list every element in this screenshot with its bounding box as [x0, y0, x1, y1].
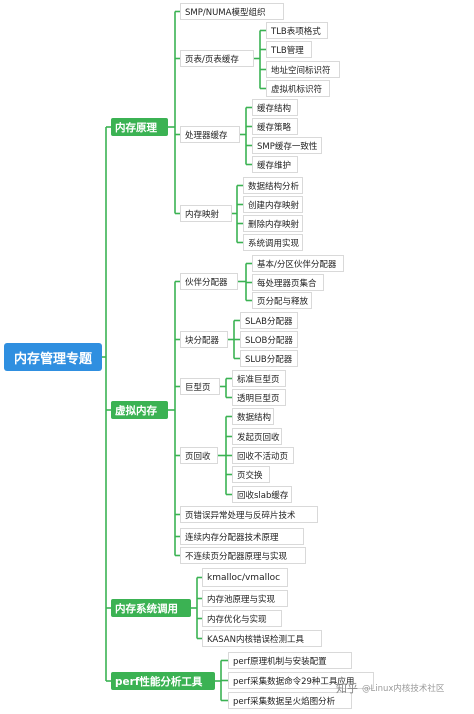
subtopic-1-3-4[interactable]: 缓存维护 — [252, 156, 298, 173]
subtopic-2-3-2[interactable]: 透明巨型页 — [232, 389, 286, 406]
topic-1-4[interactable]: 内存映射 — [180, 205, 232, 222]
subtopic-2-1-2[interactable]: 每处理器页集合 — [252, 274, 324, 291]
branch-4[interactable]: perf性能分析工具 — [111, 672, 215, 690]
subtopic-2-3-1[interactable]: 标准巨型页 — [232, 370, 286, 387]
subtopic-1-4-2[interactable]: 创建内存映射 — [243, 196, 303, 213]
topic-1-3[interactable]: 处理器缓存 — [180, 126, 240, 143]
topic-3-4[interactable]: KASAN内核错误检测工具 — [202, 630, 322, 647]
topic-4-3[interactable]: perf采集数据呈火焰图分析 — [228, 692, 352, 709]
subtopic-2-4-3[interactable]: 回收不活动页 — [232, 447, 294, 464]
watermark-site: 知乎 — [336, 682, 358, 695]
topic-2-1[interactable]: 伙伴分配器 — [180, 273, 238, 290]
topic-3-2[interactable]: 内存池原理与实现 — [202, 590, 288, 607]
topic-1-1[interactable]: SMP/NUMA模型组织 — [180, 3, 284, 20]
topic-2-5[interactable]: 页错误异常处理与反碎片技术 — [180, 506, 318, 523]
subtopic-2-2-3[interactable]: SLUB分配器 — [240, 350, 298, 367]
subtopic-1-2-3[interactable]: 地址空间标识符 — [266, 61, 340, 78]
topic-2-3[interactable]: 巨型页 — [180, 378, 220, 395]
subtopic-2-1-3[interactable]: 页分配与释放 — [252, 292, 312, 309]
topic-2-7[interactable]: 不连续页分配器原理与实现 — [180, 547, 306, 564]
watermark: 知乎 @Linux内核技术社区 — [336, 680, 444, 696]
subtopic-2-2-1[interactable]: SLAB分配器 — [240, 312, 298, 329]
topic-2-6[interactable]: 连续内存分配器技术原理 — [180, 528, 304, 545]
subtopic-1-4-3[interactable]: 删除内存映射 — [243, 215, 303, 232]
watermark-user: @Linux内核技术社区 — [362, 684, 445, 694]
topic-4-2[interactable]: perf采集数据命令29种工具应用 — [228, 672, 374, 689]
branch-2[interactable]: 虚拟内存 — [111, 401, 168, 419]
subtopic-2-4-4[interactable]: 页交换 — [232, 466, 270, 483]
topic-2-4[interactable]: 页回收 — [180, 447, 218, 464]
subtopic-1-2-4[interactable]: 虚拟机标识符 — [266, 80, 330, 97]
branch-3[interactable]: 内存系统调用 — [111, 599, 191, 617]
topic-3-1[interactable]: kmalloc/vmalloc — [202, 568, 288, 587]
subtopic-2-4-1[interactable]: 数据结构 — [232, 408, 274, 425]
topic-4-1[interactable]: perf原理机制与安装配置 — [228, 652, 352, 669]
subtopic-1-3-3[interactable]: SMP缓存一致性 — [252, 137, 322, 154]
topic-3-3[interactable]: 内存优化与实现 — [202, 610, 282, 627]
subtopic-1-2-2[interactable]: TLB管理 — [266, 41, 312, 58]
topic-2-2[interactable]: 块分配器 — [180, 331, 228, 348]
subtopic-2-1-1[interactable]: 基本/分区伙伴分配器 — [252, 255, 344, 272]
subtopic-1-4-1[interactable]: 数据结构分析 — [243, 177, 303, 194]
subtopic-1-4-4[interactable]: 系统调用实现 — [243, 234, 303, 251]
branch-1[interactable]: 内存原理 — [111, 118, 168, 136]
subtopic-2-4-2[interactable]: 发起页回收 — [232, 428, 282, 445]
subtopic-2-4-5[interactable]: 回收slab缓存 — [232, 486, 292, 503]
subtopic-1-2-1[interactable]: TLB表项格式 — [266, 22, 328, 39]
subtopic-1-3-2[interactable]: 缓存策略 — [252, 118, 298, 135]
subtopic-1-3-1[interactable]: 缓存结构 — [252, 99, 298, 116]
topic-1-2[interactable]: 页表/页表缓存 — [180, 50, 254, 67]
subtopic-2-2-2[interactable]: SLOB分配器 — [240, 331, 298, 348]
root-topic[interactable]: 内存管理专题 — [4, 343, 102, 371]
